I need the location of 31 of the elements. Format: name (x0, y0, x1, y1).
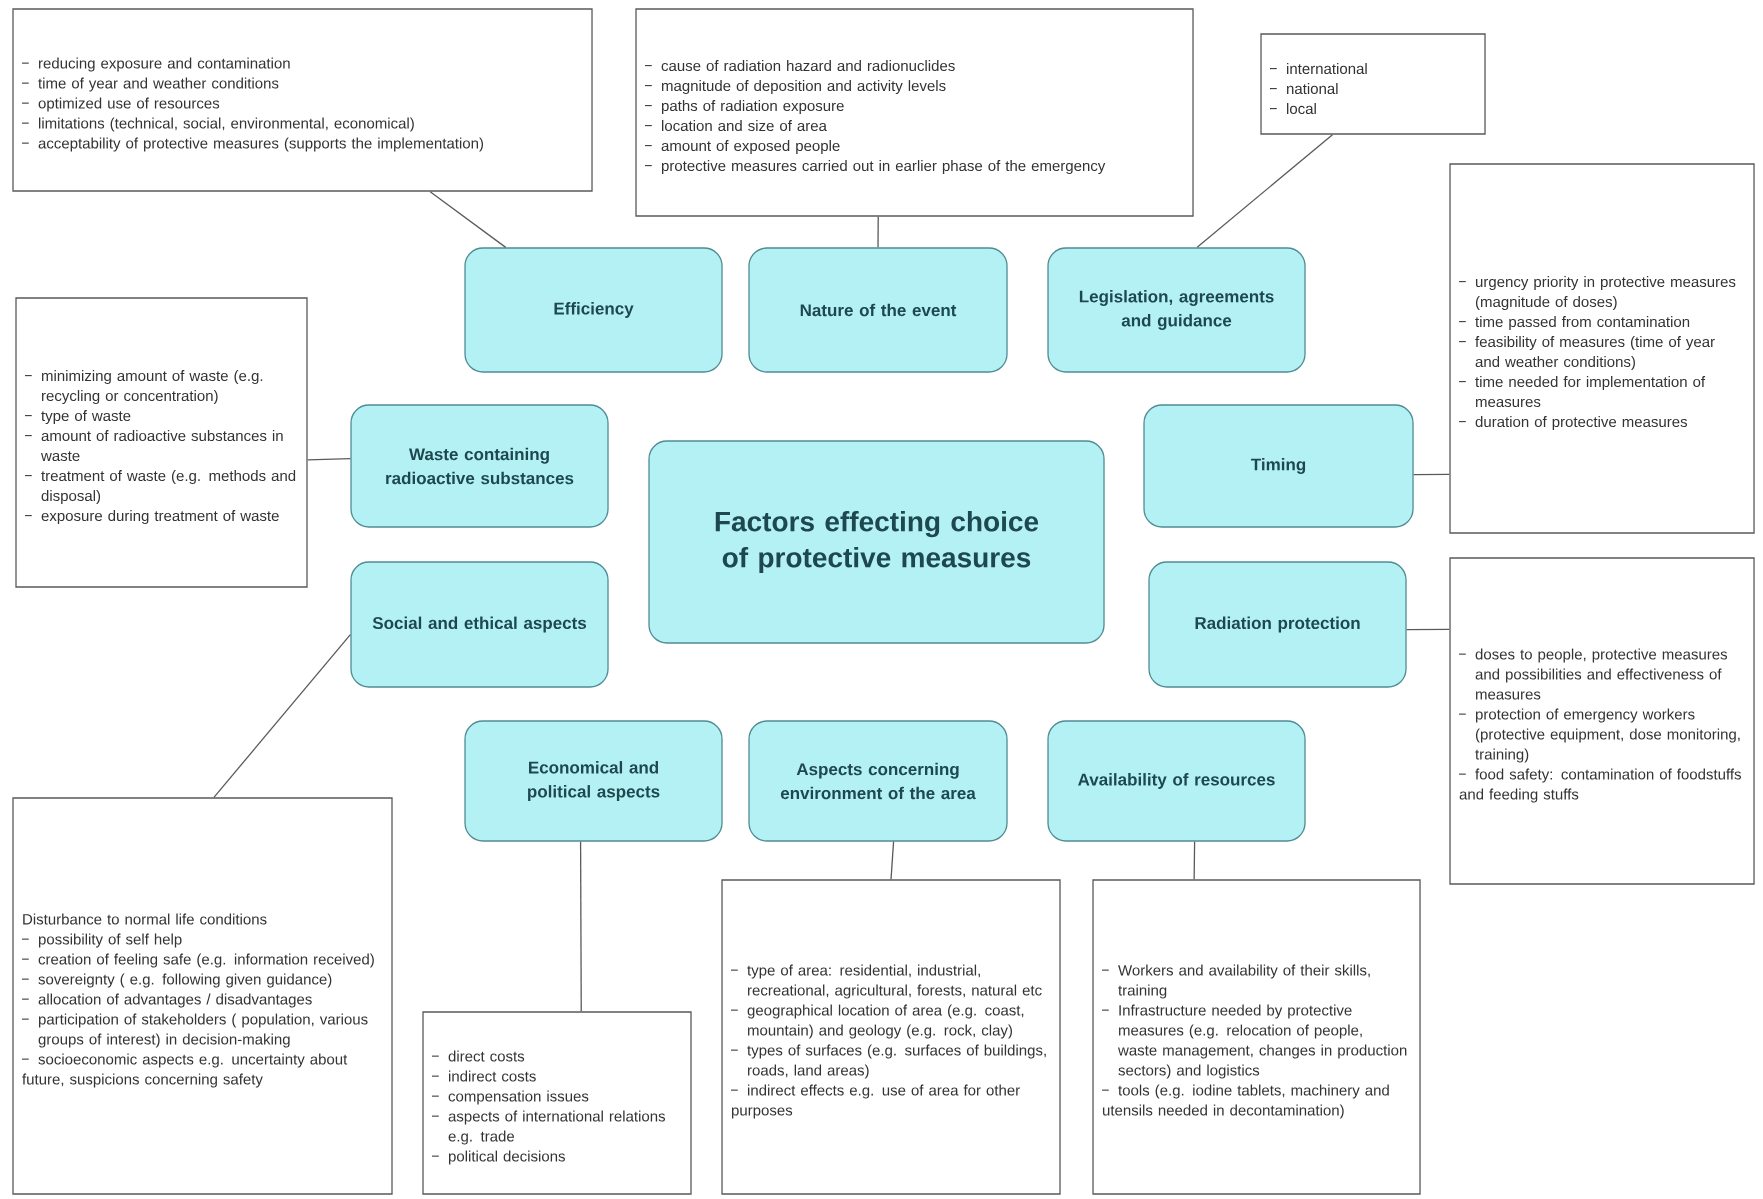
factor-box: Economical and political aspects (464, 720, 723, 842)
connector-line (1196, 134, 1334, 248)
connector-line (579, 841, 582, 1012)
bullet-list-box: international national local (1260, 33, 1486, 135)
bullet-list-box: doses to people, protective measures and possibilities and effectiveness of measures protection of emergency workers (protective equipment, dose monitoring, training) food safety: contamination of foodstuffs and feeding stuffs (1449, 557, 1755, 885)
factor-box: Timing (1143, 404, 1414, 528)
connector-line (1406, 628, 1450, 631)
factor-box: Efficiency (464, 247, 723, 373)
connector-line (1193, 841, 1196, 880)
topic-box: Factors effecting choice of protective measures (648, 440, 1105, 644)
bullet-list-box: cause of radiation hazard and radionuclides magnitude of deposition and activity levels paths of radiation exposure location and size of area amount of exposed people protective measures carried out in earlier phase of the emergency (635, 8, 1194, 217)
connector-line (307, 457, 351, 461)
bullet-list-box: reducing exposure and contamination time of year and weather conditions optimized use of resources limitations (technical, social, environmental, economical) acceptability of protective measures (supports the implementation) (12, 8, 593, 192)
connector-line (213, 633, 351, 798)
connector-line (1413, 473, 1450, 476)
factor-box: Availability of resources (1047, 720, 1306, 842)
factor-box: Aspects concerning environment of the area (748, 720, 1008, 842)
bullet-list-box: Workers and availability of their skills, training Infrastructure needed by protective measures (e.g. relocation of people, waste management, changes in production sectors) and logistics tools (e.g. iodine tablets, machinery and utensils needed in decontamination) (1092, 879, 1421, 1195)
connector-line (429, 191, 507, 248)
connector-line (890, 841, 895, 880)
bullet-list-box: urgency priority in protective measures (magnitude of doses) time passed from contamination feasibility of measures (time of year and weather conditions) time needed for implementation of measures duration of protective measures (1449, 163, 1755, 534)
bullet-list-box: minimizing amount of waste (e.g. recycling or concentration) type of waste amount of radioactive substances in waste treatment of waste (e.g. methods and disposal) exposure during treatment of waste (15, 297, 308, 588)
factor-box: Radiation protection (1148, 561, 1407, 688)
bullet-list-box: type of area: residential, industrial, recreational, agricultural, forests, natural etc geographical location of area (e.g. coast, mountain) and geology (e.g. rock, clay) types of surfaces (e.g. surfaces of buildings, roads, land areas) indirect effects e.g. use of area for other purposes (721, 879, 1061, 1195)
factor-box: Waste containing radioactive substances (350, 404, 609, 528)
connector-line (877, 216, 879, 248)
factor-box: Nature of the event (748, 247, 1008, 373)
factor-box: Social and ethical aspects (350, 561, 609, 688)
factor-box: Legislation, agreements and guidance (1047, 247, 1306, 373)
bullet-list-box: Disturbance to normal life conditions possibility of self help creation of feeling safe (e.g. information received) sovereignty ( e.g. following given guidance) allocation of advantages / disadvantages participation of stakeholders ( population, various groups of interest) in decision-making socioeconomic aspects e.g. uncertainty about future, suspicions concerning safety (12, 797, 393, 1195)
bullet-list-box: direct costs indirect costs compensation issues aspects of international relations e.g. trade political decisions (422, 1011, 692, 1195)
